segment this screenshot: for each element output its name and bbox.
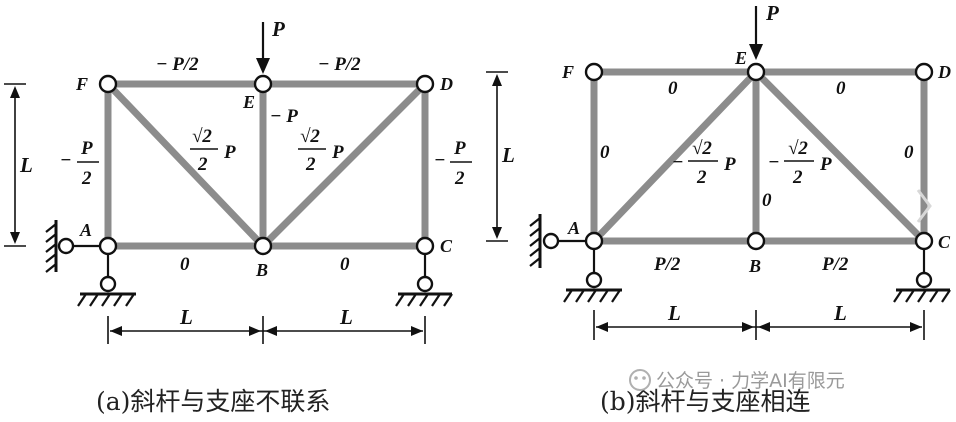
span-label-b-left: L — [667, 301, 681, 325]
node-label-b-B: B — [748, 256, 761, 276]
node-a-D — [415, 74, 435, 94]
dim-span-b — [593, 310, 925, 340]
node-b-E — [746, 62, 766, 82]
force-a-FB: √2 2 P — [190, 126, 236, 175]
force-a-DB-tail: P — [331, 142, 344, 163]
force-a-FE: − P/2 — [156, 54, 199, 75]
force-a-CD-den: 2 — [454, 168, 465, 189]
force-b-EC-num: √2 — [788, 138, 808, 159]
watermark-text: 公众号 · 力学AI有限元 — [656, 370, 845, 392]
load-arrow-b — [749, 6, 763, 60]
force-b-EC-sign: − — [768, 152, 780, 173]
node-b-A — [584, 231, 604, 251]
member-a-DB — [259, 80, 429, 250]
force-b-EC-den: 2 — [792, 167, 803, 188]
force-a-BE: − P — [270, 106, 298, 127]
force-b-AB: P/2 — [653, 254, 681, 275]
force-b-EC-tail: P — [819, 154, 832, 175]
force-b-FE: 0 — [668, 78, 678, 99]
support-b-A — [563, 249, 622, 303]
support-a-A — [77, 254, 136, 307]
chevron-right-icon[interactable] — [916, 189, 932, 223]
member-b-EC — [752, 68, 928, 245]
force-a-ED: − P/2 — [318, 54, 361, 75]
node-a-A — [98, 236, 118, 256]
node-a-E — [253, 74, 273, 94]
node-b-D — [914, 62, 934, 82]
force-b-EC: − √2 2 P — [768, 138, 832, 188]
support-a-C — [395, 254, 453, 307]
height-label-b: L — [501, 143, 515, 167]
force-b-CD: 0 — [904, 142, 914, 163]
truss-b: P — [486, 1, 951, 416]
force-b-ED: 0 — [836, 78, 846, 99]
force-a-CD-sign: − — [434, 150, 446, 171]
node-a-F — [98, 74, 118, 94]
node-label-b-A: A — [567, 218, 580, 238]
node-a-B — [253, 236, 273, 256]
force-a-AF-num: P — [80, 138, 93, 159]
force-a-AF-sign: − — [60, 150, 72, 171]
load-label-b: P — [765, 1, 779, 25]
span-label-a-left: L — [179, 305, 193, 329]
node-a-C — [415, 236, 435, 256]
dim-span-a — [107, 316, 426, 344]
support-b-C — [893, 249, 951, 303]
member-a-FB — [104, 80, 267, 250]
force-b-EA-den: 2 — [696, 167, 707, 188]
force-a-FB-num: √2 — [192, 126, 212, 147]
node-label-b-D: D — [937, 62, 951, 82]
watermark-logo-icon — [629, 369, 651, 391]
support-a-horizontal — [45, 220, 100, 273]
force-b-EA-num: √2 — [692, 138, 712, 159]
force-a-DB: √2 2 P — [298, 126, 344, 175]
force-b-EB: 0 — [762, 190, 772, 211]
force-a-AB: 0 — [180, 254, 190, 275]
force-a-FB-tail: P — [223, 142, 236, 163]
node-b-C — [914, 231, 934, 251]
force-a-DB-num: √2 — [300, 126, 320, 147]
node-label-b-C: C — [938, 232, 951, 252]
force-b-EA-tail: P — [723, 154, 736, 175]
node-b-F — [584, 62, 604, 82]
node-label-b-E: E — [734, 48, 747, 68]
force-a-FB-den: 2 — [197, 154, 208, 175]
node-label-a-E: E — [242, 92, 255, 112]
force-a-DB-den: 2 — [305, 154, 316, 175]
force-a-CD: − P 2 — [434, 138, 472, 189]
truss-a: P — [4, 17, 472, 416]
caption-b: (b)斜杆与支座相连 — [600, 387, 811, 416]
force-b-EA-sign: − — [672, 152, 684, 173]
support-b-horizontal — [529, 214, 586, 268]
force-b-AF: 0 — [600, 142, 610, 163]
force-a-AF-den: 2 — [81, 168, 92, 189]
node-label-a-F: F — [75, 74, 88, 94]
span-label-a-right: L — [339, 305, 353, 329]
force-a-AF: − P 2 — [60, 138, 99, 189]
height-label-a: L — [19, 153, 33, 177]
node-label-a-D: D — [439, 74, 453, 94]
load-label-a: P — [271, 17, 285, 41]
load-arrow-a — [256, 22, 270, 74]
force-a-BC: 0 — [340, 254, 350, 275]
force-a-CD-num: P — [453, 138, 466, 159]
force-b-EA: − √2 2 P — [672, 138, 736, 188]
force-b-BC: P/2 — [821, 254, 849, 275]
node-label-a-A: A — [79, 220, 92, 240]
caption-a: (a)斜杆与支座不联系 — [96, 387, 330, 416]
node-label-a-C: C — [440, 236, 453, 256]
node-b-B — [746, 231, 766, 251]
watermark: 公众号 · 力学AI有限元 — [629, 369, 845, 392]
node-label-b-F: F — [561, 62, 574, 82]
node-label-a-B: B — [255, 260, 268, 280]
span-label-b-right: L — [833, 301, 847, 325]
dim-height-b — [486, 71, 508, 242]
member-b-EA — [590, 68, 760, 245]
dim-height-a — [4, 83, 26, 247]
